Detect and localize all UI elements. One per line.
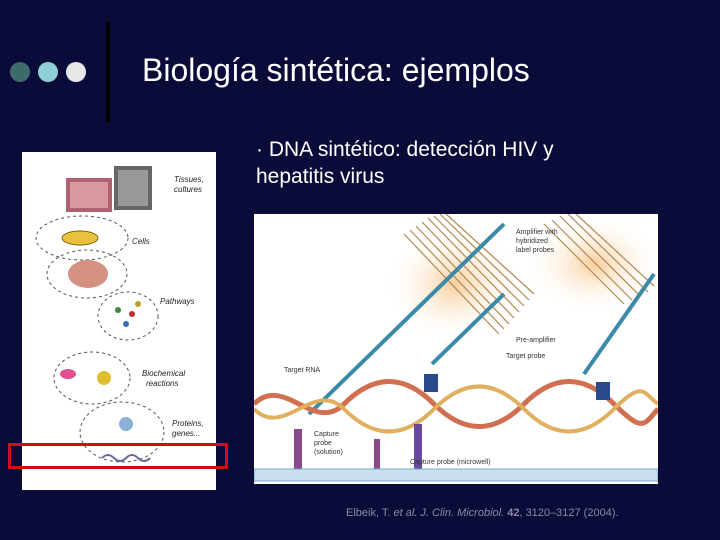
cell-icon bbox=[61, 230, 99, 246]
bdna-illustration: Amplifier with hybridized label probes P… bbox=[254, 214, 658, 482]
capture-probe-solution bbox=[294, 429, 302, 469]
protein-icon bbox=[119, 417, 133, 431]
hierarchy-figure: Tissues, cultures Cells Pathways Biochem… bbox=[22, 152, 216, 490]
label-proteins: Proteins, bbox=[172, 419, 204, 428]
label-pre-amplifier: Pre-amplifier bbox=[516, 337, 556, 344]
label-cultures: cultures bbox=[174, 185, 202, 194]
dot-light-blue bbox=[38, 62, 58, 82]
hierarchy-illustration: Tissues, cultures Cells Pathways Biochem… bbox=[35, 166, 204, 463]
highlight-box bbox=[8, 443, 228, 469]
glow-right bbox=[524, 214, 658, 314]
label-target-rna: Target RNA bbox=[284, 367, 321, 374]
cells-circle bbox=[35, 215, 129, 261]
decorative-dots bbox=[10, 62, 86, 82]
reactions-circle bbox=[53, 351, 131, 405]
pre-amplifier-right bbox=[582, 272, 656, 376]
label-pathways: Pathways bbox=[160, 297, 195, 306]
citation-pages: , 3120–3127 (2004). bbox=[519, 507, 619, 519]
citation-authors: Elbeik, T. bbox=[346, 507, 394, 519]
cell-organelle-icon bbox=[68, 260, 108, 288]
dna-icon bbox=[101, 454, 151, 462]
amplifier-right bbox=[543, 214, 655, 305]
label-capture-microwell: Capture probe (microwell) bbox=[410, 459, 491, 466]
target-probe-right bbox=[596, 382, 610, 400]
bullet-line-1: · DNA sintético: detección HIV y bbox=[256, 138, 554, 161]
label-amplifier-1: Amplifier with bbox=[516, 229, 558, 236]
title-divider bbox=[106, 22, 110, 122]
amplifier-left bbox=[403, 214, 535, 335]
pathways-circle bbox=[97, 291, 159, 341]
label-capture-1: Capture bbox=[314, 431, 339, 438]
glow-left bbox=[384, 224, 524, 344]
label-reactions: reactions bbox=[146, 379, 178, 388]
label-genes: genes... bbox=[172, 429, 200, 438]
citation-journal: et al. J. Clin. Microbiol. bbox=[393, 507, 505, 519]
bullet-text: · DNA sintético: detección HIV y hepatit… bbox=[256, 136, 656, 190]
label-capture-2: probe bbox=[314, 440, 332, 447]
label-capture-3: (solution) bbox=[314, 449, 343, 456]
slide-title: Biología sintética: ejemplos bbox=[142, 52, 530, 88]
proteins-circle bbox=[79, 401, 165, 463]
molecule-icon bbox=[97, 371, 111, 385]
label-tissues: Tissues, bbox=[174, 175, 204, 184]
label-biochemical: Biochemical bbox=[142, 369, 185, 378]
dot-white bbox=[66, 62, 86, 82]
target-rna-strand bbox=[254, 379, 658, 429]
citation: Elbeik, T. et al. J. Clin. Microbiol. 42… bbox=[346, 507, 619, 519]
label-cells: Cells bbox=[132, 237, 150, 246]
target-probe-left bbox=[424, 374, 438, 392]
microwell-surface bbox=[254, 468, 658, 482]
label-target-probe: Target probe bbox=[506, 353, 545, 360]
enzyme-icon bbox=[60, 369, 76, 379]
label-amplifier-2: hybridized bbox=[516, 238, 548, 245]
label-amplifier-3: label probes bbox=[516, 247, 555, 254]
dot-dark bbox=[10, 62, 30, 82]
citation-volume: 42 bbox=[504, 507, 520, 519]
bdna-assay-figure: Amplifier with hybridized label probes P… bbox=[254, 214, 658, 484]
bullet-line-2: hepatitis virus bbox=[256, 165, 385, 188]
pre-amplifier-left bbox=[307, 222, 506, 416]
